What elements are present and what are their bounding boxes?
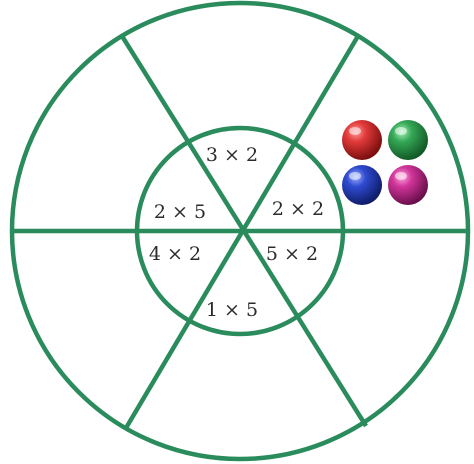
inner-label-upper-right: 2 × 2 (272, 198, 324, 220)
marbles-group (342, 120, 428, 205)
inner-label-lower-right: 5 × 2 (266, 243, 318, 265)
red-marble-highlight (349, 127, 361, 135)
inner-label-upper-left: 2 × 5 (154, 201, 206, 223)
inner-label-lower-left: 4 × 2 (149, 243, 201, 265)
inner-label-bottom: 1 × 5 (206, 299, 258, 321)
blue-marble (342, 165, 382, 205)
blue-marble-highlight (349, 172, 361, 180)
green-marble-highlight (395, 127, 407, 135)
inner-label-top: 3 × 2 (206, 144, 258, 166)
green-marble (388, 120, 428, 160)
magenta-marble (388, 165, 428, 205)
red-marble (342, 120, 382, 160)
magenta-marble-highlight (395, 172, 407, 180)
